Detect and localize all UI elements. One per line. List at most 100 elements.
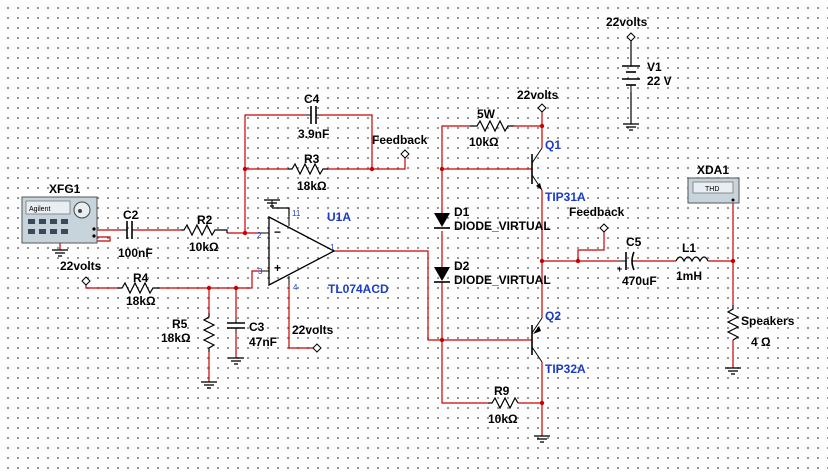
junction	[730, 258, 736, 264]
opamp-ref: U1A	[327, 210, 351, 224]
r1-value: 5W	[477, 107, 496, 121]
resistor-r9[interactable]: R9 10kΩ	[488, 384, 519, 426]
junction	[539, 258, 545, 264]
feedback-label: Feedback	[569, 205, 625, 219]
net-label-supply-left: 22volts	[60, 259, 102, 286]
q1-part: TIP31A	[545, 190, 586, 204]
d1-part: DIODE_VIRTUAL	[454, 219, 551, 233]
net-label-feedback-output: Feedback	[569, 205, 625, 233]
distortion-analyzer-xda1[interactable]: THD XDA1	[687, 163, 740, 204]
ground-opamp	[264, 199, 280, 208]
analyzer-ref: XDA1	[697, 163, 729, 177]
ground-icon	[725, 367, 741, 375]
pin-2-label: 2	[257, 231, 262, 240]
q2-part: TIP32A	[545, 362, 586, 376]
transistor-q1[interactable]: Q1 TIP31A	[531, 138, 586, 204]
opamp-minus-sign: −	[274, 225, 281, 239]
pin-4-label: 4	[293, 283, 298, 292]
feedback-label: Feedback	[372, 133, 428, 147]
opamp-u1a[interactable]: − + 11 2 3 4 1 U1A TL074ACD	[257, 209, 389, 296]
c5-ref: C5	[626, 235, 642, 249]
wire-r3-right	[328, 158, 406, 170]
d2-part: DIODE_VIRTUAL	[454, 273, 551, 287]
wire-pin4	[288, 285, 317, 349]
opamp-part: TL074ACD	[328, 282, 389, 296]
junction	[242, 166, 248, 172]
junctions	[206, 123, 736, 406]
c2-value: 100nF	[118, 246, 153, 260]
opamp-plus-sign: +	[274, 261, 281, 275]
junction	[539, 123, 545, 129]
wire-opamp-out	[334, 250, 532, 341]
wire-pin11	[272, 207, 290, 216]
r3-value: 18kΩ	[297, 179, 327, 193]
c2-ref: C2	[123, 208, 139, 222]
resistor-speakers[interactable]: Speakers 4 Ω	[726, 305, 795, 349]
r4-value: 18kΩ	[126, 294, 156, 308]
resistor-r2[interactable]: R2 10kΩ	[181, 213, 228, 254]
l1-ref: L1	[682, 241, 696, 255]
net-label-supply-v1: 22volts	[606, 15, 648, 42]
wire-supply-r4	[85, 285, 118, 289]
r4-ref: R4	[133, 271, 149, 285]
generator-ref: XFG1	[49, 182, 81, 196]
junction	[439, 337, 445, 343]
supply-label: 22volts	[60, 259, 102, 273]
diode-d1[interactable]: D1 DIODE_VIRTUAL	[434, 205, 551, 233]
r2-value: 10kΩ	[189, 240, 219, 254]
c4-ref: C4	[304, 92, 320, 106]
resistor-r5[interactable]: R5 18kΩ	[161, 313, 216, 352]
c3-value: 47nF	[249, 335, 277, 349]
capacitor-c3[interactable]: C3 47nF	[227, 318, 277, 349]
resistor-r1[interactable]: 5W 10kΩ	[469, 107, 514, 149]
v1-ref: V1	[647, 60, 662, 74]
capacitor-c2[interactable]: C2 100nF	[118, 208, 153, 260]
capacitor-c5[interactable]: + C5 470uF	[617, 235, 657, 288]
supply-label: 22volts	[292, 323, 334, 337]
ground-icon	[228, 357, 244, 365]
supply-label: 22volts	[517, 88, 559, 102]
r9-value: 10kΩ	[488, 412, 518, 426]
c5-value: 470uF	[622, 274, 657, 288]
wire-fb-left-top	[244, 114, 306, 233]
wire-r4-node	[160, 270, 262, 289]
wire-fb-right-top	[322, 114, 373, 169]
inductor-l1[interactable]: L1 1mH	[675, 241, 709, 283]
pin-11-label: 11	[292, 209, 301, 218]
pin-1-label: 1	[330, 243, 335, 252]
wires	[59, 41, 734, 436]
pin-3-label: 3	[258, 267, 263, 276]
resistor-r3[interactable]: R3 18kΩ	[288, 152, 328, 193]
junction	[539, 400, 545, 406]
r1-value2: 10kΩ	[469, 135, 499, 149]
resistor-r4[interactable]: R4 18kΩ	[118, 271, 160, 308]
ground-icon	[52, 249, 68, 257]
speakers-ref: Speakers	[741, 314, 795, 328]
ground-icon	[623, 123, 639, 131]
transistor-q2[interactable]: Q2 TIP32A	[531, 309, 586, 376]
v1-value: 22 V	[647, 74, 672, 88]
r2-ref: R2	[197, 213, 213, 227]
analyzer-display: THD	[705, 186, 719, 193]
capacitor-c4[interactable]: C4 3.9nF	[298, 92, 329, 141]
c3-ref: C3	[249, 320, 265, 334]
ground-icon	[534, 435, 550, 443]
dc-source-v1[interactable]: V1 22 V	[622, 60, 672, 92]
d1-ref: D1	[454, 205, 470, 219]
diode-d2[interactable]: D2 DIODE_VIRTUAL	[434, 259, 551, 287]
junction	[575, 258, 581, 264]
ground-icon	[201, 381, 217, 389]
junction	[369, 166, 375, 172]
c5-plus-sign: +	[617, 264, 622, 274]
wire-r1-left	[441, 125, 470, 169]
speakers-value: 4 Ω	[751, 335, 771, 349]
generator-brand: Agilent	[29, 206, 50, 213]
q2-ref: Q2	[545, 309, 561, 323]
c4-value: 3.9nF	[298, 127, 329, 141]
r3-ref: R3	[304, 152, 320, 166]
d2-ref: D2	[454, 259, 470, 273]
function-generator-xfg1[interactable]: Agilent XFG1	[21, 182, 98, 244]
ground-icons	[52, 123, 741, 443]
wire-out-feedback	[577, 232, 605, 261]
